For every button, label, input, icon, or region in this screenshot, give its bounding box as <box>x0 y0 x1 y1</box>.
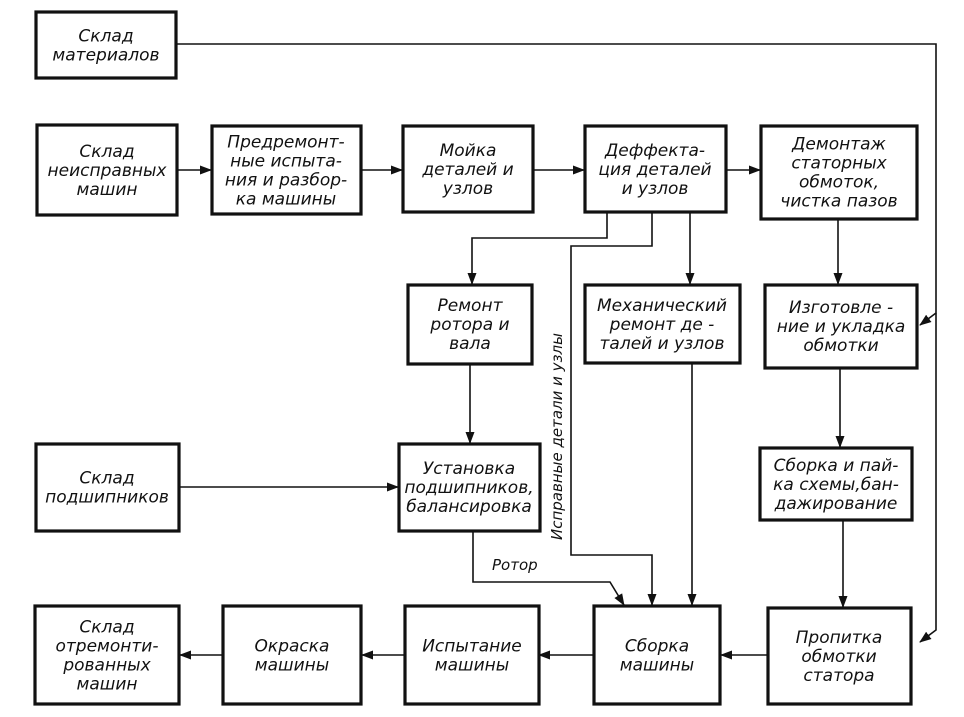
node-line: Предремонт- <box>227 133 344 153</box>
node-line: машины <box>620 656 694 676</box>
node-line: Пропитка <box>796 628 883 648</box>
node-line: машины <box>435 656 509 676</box>
node-line: подшипников <box>45 488 169 508</box>
edge-defect-to-rotor <box>467 212 608 285</box>
node-line: ремонт де - <box>609 315 715 335</box>
node-line: ка машины <box>236 190 336 210</box>
node-line: Изготовле - <box>789 298 893 318</box>
node-line: талей и узлов <box>600 334 725 354</box>
node-line: Окраска <box>255 637 330 657</box>
node-pre-repair-tests: Предремонт-ные испыта-ния и разбор-ка ма… <box>210 124 363 216</box>
node-line: узлов <box>442 179 493 199</box>
node-line: обмоток, <box>799 173 879 193</box>
node-line: статора <box>803 666 874 686</box>
node-line: обмотки <box>803 336 878 356</box>
node-line: Склад <box>79 142 134 162</box>
node-line: рованных <box>62 656 151 676</box>
node-line: Испытание <box>422 637 522 657</box>
node-line: материалов <box>52 46 159 66</box>
node-line: вала <box>449 334 491 354</box>
node-line: ния и разбор- <box>225 171 347 191</box>
connectors <box>177 43 937 660</box>
edge-label-good-parts: Исправные детали и узлы <box>548 333 566 540</box>
node-line: Склад <box>78 27 133 47</box>
node-line: обмотки <box>801 647 876 667</box>
edge-materials-to-winding <box>177 43 937 326</box>
edge-label-rotor: Ротор <box>492 556 538 574</box>
node-line: Мойка <box>440 141 497 161</box>
node-line: ция деталей <box>598 160 711 180</box>
node-line: Ремонт <box>438 296 504 316</box>
node-line: чистка пазов <box>780 192 897 212</box>
node-line: Деффекта- <box>604 141 705 161</box>
edge-rotor-to-assembly <box>472 531 625 606</box>
node-circuit-assembly-text: Сборка и пай-ка схемы,бан-дажирование <box>773 456 899 514</box>
node-line: Сборка <box>625 637 689 657</box>
node-line: машин <box>77 180 138 200</box>
node-line: Установка <box>423 459 515 479</box>
edge-materials-to-impregnation <box>919 313 937 643</box>
node-line: отремонти- <box>56 637 159 657</box>
node-circuit-assembly: Сборка и пай-ка схемы,бан-дажирование <box>758 446 914 522</box>
node-line: ротора и <box>429 315 509 335</box>
node-line: статорных <box>791 154 887 174</box>
node-line: ние и укладка <box>777 317 906 337</box>
node-line: балансировка <box>406 497 532 517</box>
node-line: Сборка и пай- <box>774 456 899 476</box>
node-line: Механический <box>597 296 727 316</box>
node-line: и узлов <box>622 179 689 199</box>
node-line: Склад <box>79 618 134 638</box>
node-line: деталей и <box>421 160 513 180</box>
node-line: Склад <box>79 469 134 489</box>
edge-good-parts-to-assembly <box>570 212 657 606</box>
node-line: ка схемы,бан- <box>773 475 899 495</box>
node-line: подшипников, <box>404 478 533 498</box>
node-line: ные испыта- <box>230 152 342 172</box>
node-line: дажирование <box>774 494 898 514</box>
node-line: машины <box>255 656 329 676</box>
node-line: Демонтаж <box>791 135 886 155</box>
node-line: машин <box>77 675 138 695</box>
node-line: неисправных <box>48 161 168 181</box>
node-pre-repair-tests-text: Предремонт-ные испыта-ния и разбор-ка ма… <box>225 133 347 210</box>
